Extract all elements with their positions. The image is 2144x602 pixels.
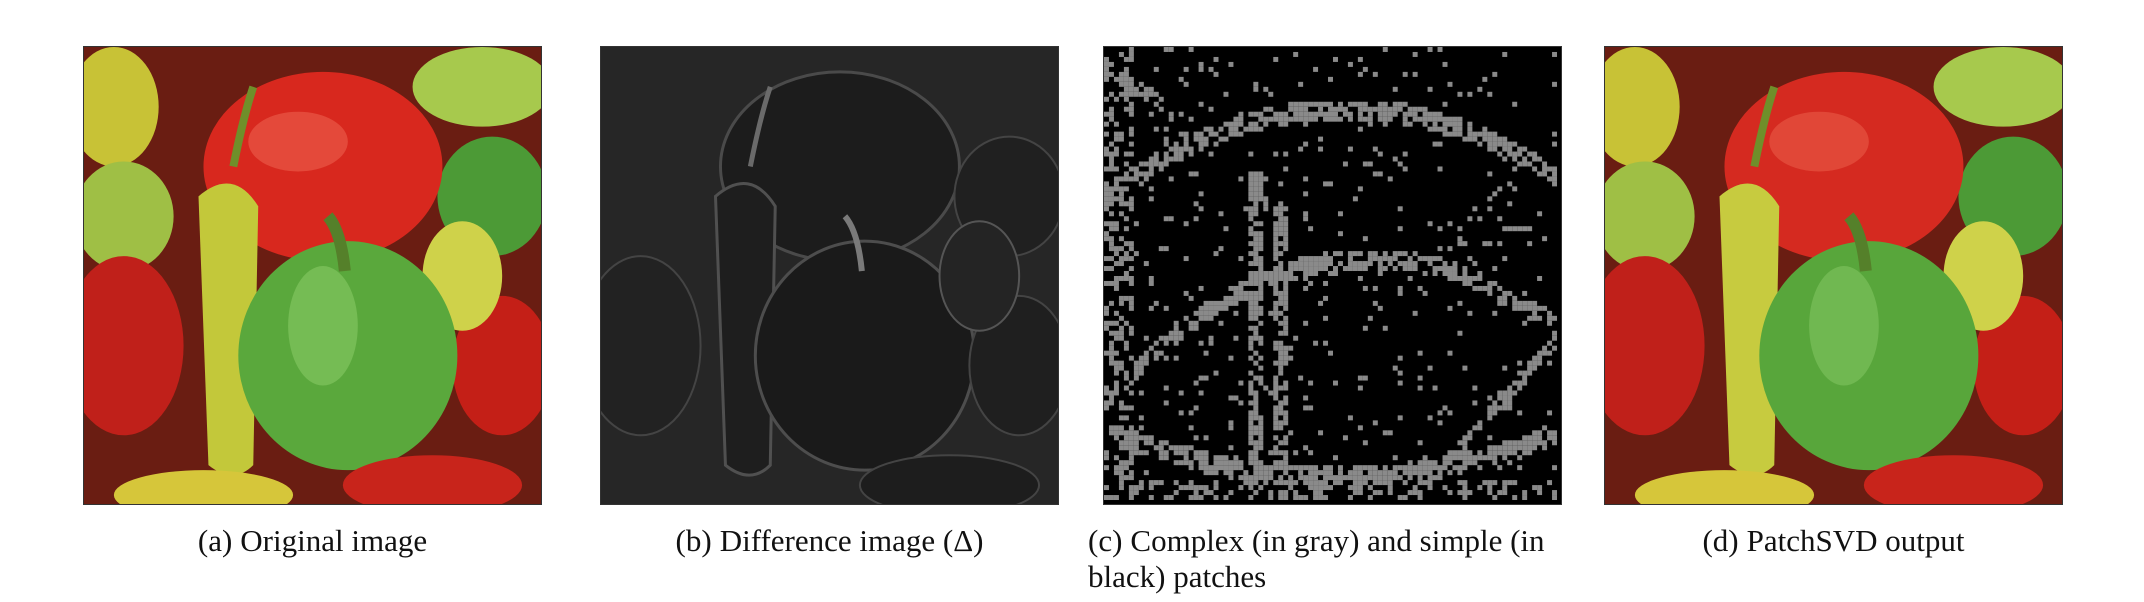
caption-a-label: (a) <box>197 523 233 558</box>
patch-map <box>1103 46 1562 505</box>
caption-b: (b)Difference image (Δ) <box>600 523 1059 559</box>
original-image <box>83 46 542 505</box>
caption-a-text: Original image <box>240 523 428 558</box>
complex-patches <box>1104 47 1558 501</box>
patch-classification-map <box>1104 47 1561 504</box>
caption-d: (d)PatchSVD output <box>1604 523 2063 559</box>
difference-image <box>600 46 1059 505</box>
peppers-patchsvd-output <box>1605 47 2062 504</box>
caption-c-label: (c) <box>1088 523 1123 558</box>
peppers-difference-image <box>601 47 1058 504</box>
caption-c-text: Complex (in gray) and simple (in black) … <box>1088 523 1545 594</box>
peppers-original-image <box>84 47 541 504</box>
caption-b-label: (b) <box>675 523 712 558</box>
patchsvd-output <box>1604 46 2063 505</box>
caption-a: (a)Original image <box>83 523 542 559</box>
caption-d-label: (d) <box>1702 523 1739 558</box>
caption-b-text: Difference image (Δ) <box>719 523 984 558</box>
caption-c: (c)Complex (in gray) and simple (in blac… <box>1088 523 1588 595</box>
caption-d-text: PatchSVD output <box>1746 523 1965 558</box>
